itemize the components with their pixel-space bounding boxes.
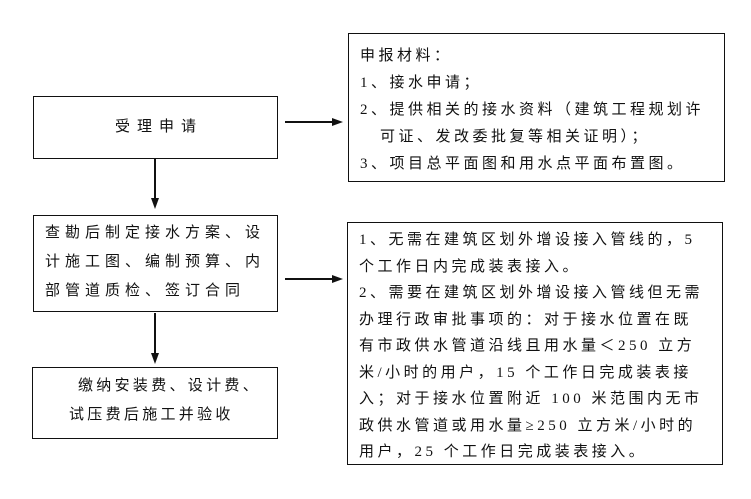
arrow-down-icon <box>150 198 159 209</box>
box-connection-timelines-line: 1、无需在建筑区划外增设接入管线的，5 <box>359 232 696 248</box>
box-connection-timelines-line: 2、需要在建筑区划外增设接入管线但无需 <box>359 285 704 301</box>
box-application-materials-line: 2、提供相关的接水资料（建筑工程规划许 <box>360 102 705 118</box>
box-application-materials-line: 申报材料： <box>360 48 453 64</box>
arrow-accept-to-materials-line <box>285 121 332 123</box>
box-connection-timelines-line: 政供水管道或用水量≥250 立方米/小时的 <box>359 417 697 434</box>
box-connection-timelines-line: 用户，25 个工作日完成装表接入。 <box>359 444 648 460</box>
box-pay-fees-construct: 缴纳安装费、设计费、 试压费后施工并验收 <box>32 367 278 439</box>
box-connection-timelines-line: 入；对于接水位置附近 100 米范围内无市 <box>359 391 703 407</box>
box-survey-design-line: 查勘后制定接水方案、设 <box>45 225 266 241</box>
box-accept-application-label: 受理申请 <box>114 119 203 135</box>
box-survey-design-line: 计施工图、编制预算、内 <box>45 254 266 270</box>
box-pay-fees-construct-line: 试压费后施工并验收 <box>69 407 234 423</box>
arrow-survey-to-timelines-line <box>285 278 332 280</box>
arrow-survey-to-pay-line <box>154 313 156 353</box>
box-connection-timelines-line: 有市政供水管道沿线且用水量＜250 立方 <box>359 338 696 354</box>
arrow-right-icon <box>332 274 343 283</box>
box-survey-design-line: 部管道质检、签订合同 <box>45 283 246 299</box>
box-application-materials-line: 可证、发改委批复等相关证明）； <box>380 129 651 145</box>
box-connection-timelines-line: 米/小时的用户，15 个工作日完成装表接 <box>359 364 692 381</box>
box-application-materials-line: 1、接水申请； <box>360 75 483 91</box>
arrow-accept-to-survey-line <box>154 159 156 198</box>
box-survey-design: 查勘后制定接水方案、设 计施工图、编制预算、内 部管道质检、签订合同 <box>33 215 278 312</box>
box-accept-application: 受理申请 <box>33 96 278 159</box>
box-connection-timelines: 1、无需在建筑区划外增设接入管线的，5 个工作日内完成装表接入。 2、需要在建筑… <box>347 222 723 465</box>
arrow-down-icon <box>150 353 159 364</box>
box-connection-timelines-line: 个工作日内完成装表接入。 <box>359 258 582 275</box>
box-application-materials: 申报材料： 1、接水申请； 2、提供相关的接水资料（建筑工程规划许 可证、发改委… <box>348 33 725 182</box>
arrow-right-icon <box>332 117 343 126</box>
box-pay-fees-construct-line: 缴纳安装费、设计费、 <box>78 378 262 394</box>
box-connection-timelines-line: 办理行政审批事项的：对于接水位置在既 <box>359 311 693 328</box>
box-application-materials-line: 3、项目总平面图和用水点平面布置图。 <box>360 156 686 172</box>
